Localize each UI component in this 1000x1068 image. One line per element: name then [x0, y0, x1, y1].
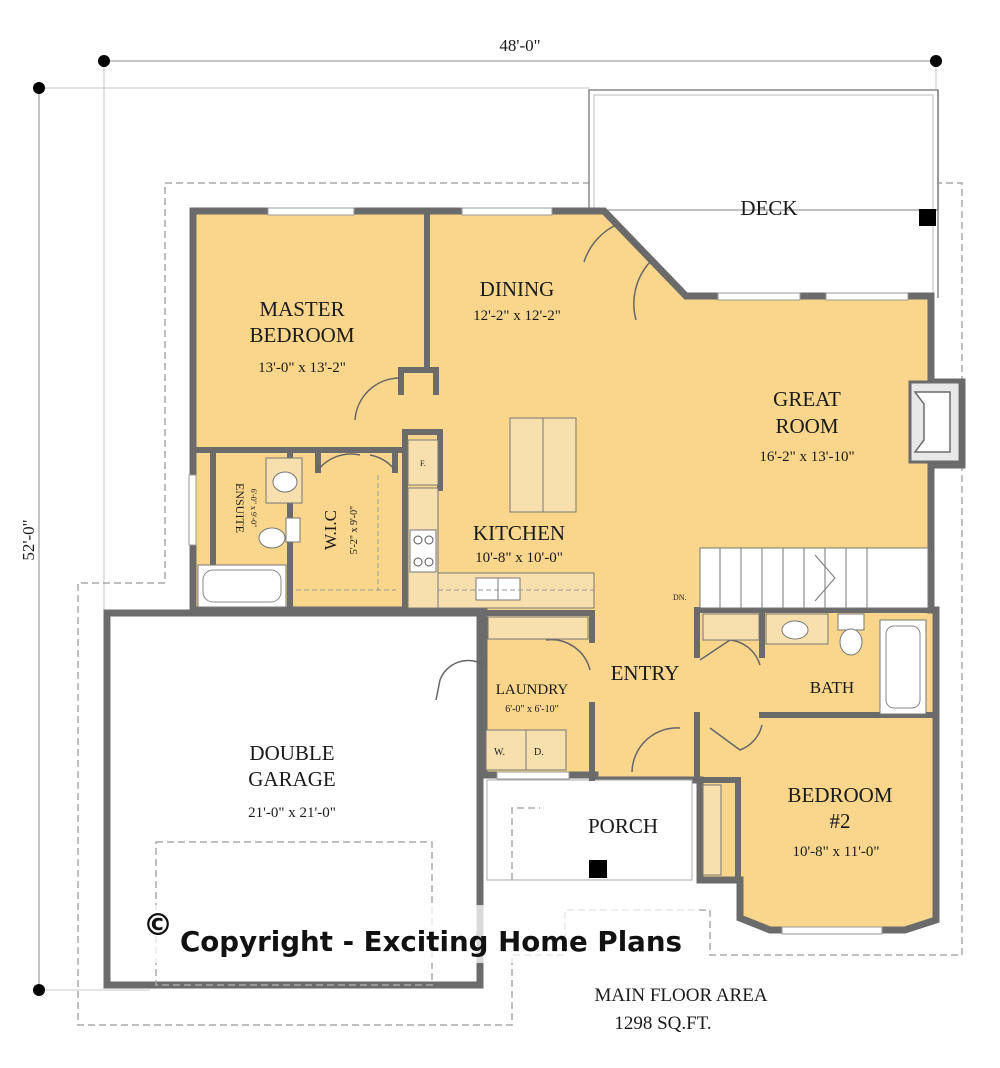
garage-label-1: DOUBLE [249, 741, 334, 765]
laundry-label: LAUNDRY [496, 682, 569, 698]
washer-label: W. [494, 747, 505, 758]
master-label-1: MASTER [259, 297, 344, 321]
ensuite-fixtures [197, 457, 396, 608]
area-value: 1298 SQ.FT. [614, 1013, 711, 1034]
garage-label-2: GARAGE [248, 767, 336, 791]
wic-label: W.I.C [321, 510, 340, 550]
bath-label: BATH [810, 678, 854, 697]
wic-size: 5'-2" x 9'-0" [349, 506, 360, 554]
bath-fixtures [702, 613, 927, 876]
ensuite-size: 6'-0" x 9'-0" [249, 489, 258, 528]
deck-post [919, 209, 936, 226]
copyright-text: Copyright - Exciting Home Plans [180, 925, 682, 958]
washer [485, 729, 527, 771]
dining-label: DINING [480, 277, 555, 301]
great-room-label-2: ROOM [775, 414, 838, 438]
ensuite-sink [272, 471, 298, 493]
deck-label: DECK [740, 196, 797, 220]
roof-outline [77, 182, 963, 1026]
copyright-symbol: © [143, 908, 173, 943]
porch [486, 779, 693, 881]
master-size: 13'-0" x 13'-2" [258, 360, 346, 376]
area-title: MAIN FLOOR AREA [594, 985, 767, 1006]
stair-down-label: DN. [673, 593, 687, 602]
garage-size: 21'-0" x 21'-0" [248, 805, 336, 821]
laundry-fixtures [485, 616, 589, 771]
bath-sink [781, 620, 809, 640]
master-label-2: BEDROOM [249, 323, 354, 347]
width-dimension: 48'-0" [499, 36, 540, 55]
ensuite-label: ENSUITE [233, 483, 247, 533]
dining-size: 12'-2" x 12'-2" [473, 308, 561, 324]
doors [317, 223, 763, 773]
bath-toilet [839, 628, 863, 656]
kitchen-size: 10'-8" x 10'-0" [475, 550, 563, 566]
dimension-dots [33, 55, 942, 996]
porch-label: PORCH [588, 814, 658, 838]
bedroom2-size: 10'-8" x 11'-0" [792, 844, 879, 860]
windows [188, 207, 909, 935]
great-room-size: 16'-2" x 13'-10" [759, 449, 854, 465]
stairs [699, 547, 929, 609]
interior-walls [193, 211, 935, 883]
bedroom2-label-1: BEDROOM [787, 783, 892, 807]
fireplace [908, 380, 962, 464]
entry-label: ENTRY [611, 661, 680, 685]
kitchen-label: KITCHEN [473, 521, 565, 545]
cooktop [409, 529, 437, 573]
copyright-backdrop [136, 905, 696, 963]
depth-dimension: 52'-0" [19, 519, 38, 560]
laundry-size: 6'-0" x 6'-10" [505, 704, 558, 715]
great-room-label-1: GREAT [773, 387, 841, 411]
kitchen-fixtures [407, 417, 595, 609]
porch-post [589, 860, 607, 878]
dryer [525, 729, 567, 771]
bedroom2-label-2: #2 [830, 809, 851, 833]
deck [588, 89, 939, 298]
dimension-lines [38, 60, 937, 991]
ensuite-toilet [258, 527, 286, 549]
fridge-label: F. [420, 459, 426, 468]
dryer-label: D. [534, 747, 544, 758]
